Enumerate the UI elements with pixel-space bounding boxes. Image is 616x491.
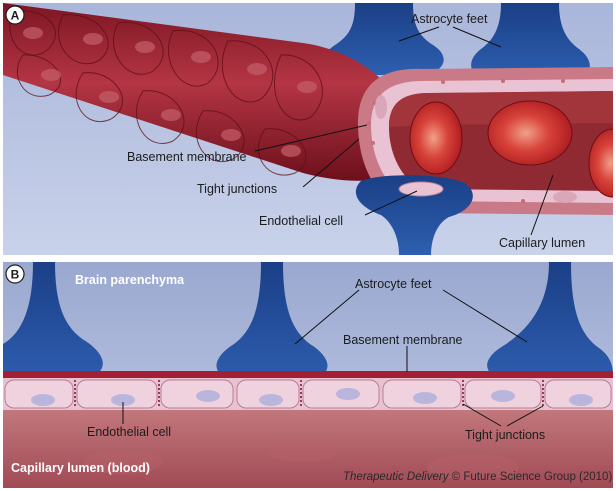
astrocyte-foot [471,3,590,81]
capillary-lumen-area [3,404,613,488]
label-tight-junctions: Tight junctions [197,182,277,196]
leader-line [294,289,360,345]
red-blood-cell [487,100,573,166]
panel-badge-letter: A [11,9,20,23]
endothelial-cells [4,379,612,409]
panel-badge-letter: B [11,268,20,282]
endothelial-cell-row [3,378,613,410]
label-tight-junctions: Tight junctions [465,428,545,442]
leader-line [530,174,554,236]
label-capillary-lumen: Capillary lumen [499,236,585,250]
leader-line [506,405,544,427]
panel-badge: B [5,264,25,284]
vessel-outer-surface [3,3,383,181]
label-basement-membrane: Basement membrane [343,333,463,347]
panel-a-illustration: Astrocyte feet Basement membrane Tight j… [3,3,613,255]
red-blood-cell [588,128,613,198]
panel-badge: A [5,5,25,25]
label-astrocyte-feet: Astrocyte feet [411,12,488,26]
label-astrocyte-feet: Astrocyte feet [355,277,432,291]
leader-line [398,26,440,42]
astrocyte-foot [216,262,328,378]
panel-b: Brain parenchyma Astrocyte feet Basement… [3,262,613,488]
leader-line [254,124,368,152]
astrocyte-foot [3,262,103,376]
panel-b-illustration: Brain parenchyma Astrocyte feet Basement… [3,262,613,488]
label-endothelial-cell: Endothelial cell [259,214,343,228]
label-brain-parenchyma: Brain parenchyma [75,273,185,287]
leader-line [364,190,418,216]
credit-journal: Therapeutic Delivery [343,471,450,483]
endothelial-cell-pattern [9,10,323,176]
leader-line [462,403,502,427]
label-capillary-lumen: Capillary lumen (blood) [11,461,150,475]
label-basement-membrane: Basement membrane [127,150,247,164]
leader-line [452,26,502,48]
endothelial-cell-shape [398,181,444,197]
label-endothelial-cell: Endothelial cell [87,425,171,439]
endothelial-nuclei [23,27,317,157]
panel-a: Astrocyte feet Basement membrane Tight j… [3,3,613,255]
leader-line [302,138,360,188]
astrocyte-foot [487,262,613,376]
astrocyte-foot [355,175,473,255]
credit-rest: © Future Science Group (2010) [448,471,612,483]
astrocyte-foot [324,3,444,75]
lumen-blood-texture [83,442,519,480]
red-blood-cell [409,101,463,175]
leader-line [442,289,528,343]
endothelial-nuclei [31,388,593,406]
basement-membrane [3,371,613,379]
tight-junction-marks [74,380,544,408]
figure-credit: Therapeutic Delivery © Future Science Gr… [343,471,612,483]
